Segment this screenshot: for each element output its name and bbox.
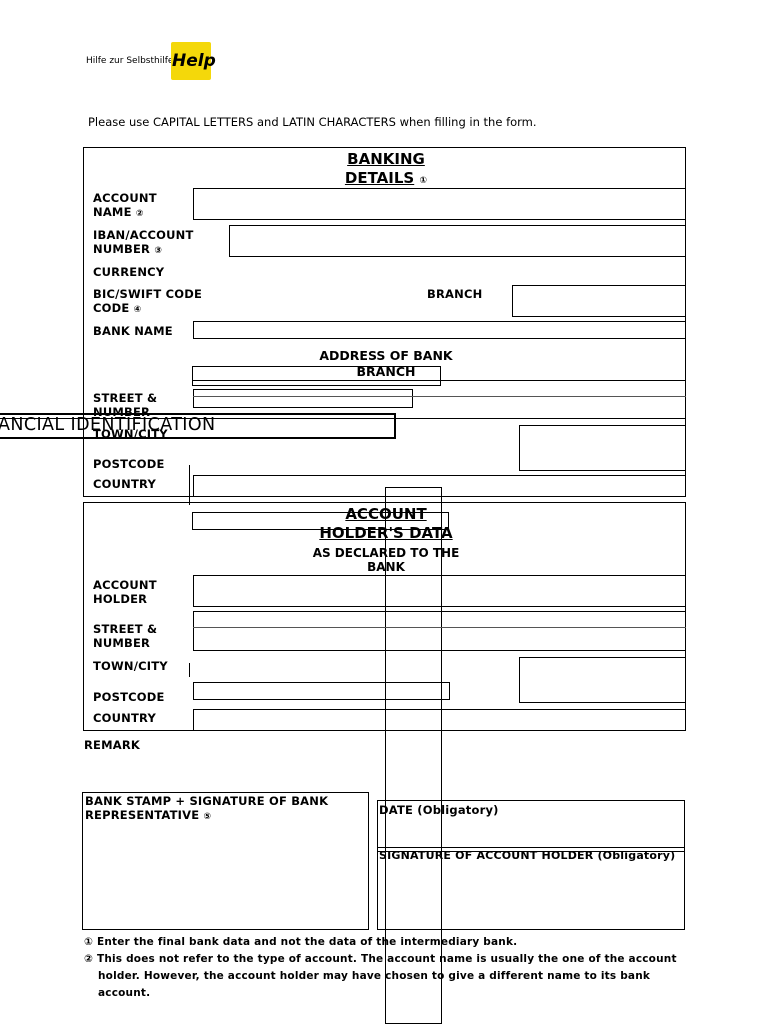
holder-street-field[interactable] — [193, 611, 686, 651]
account-holder-field[interactable] — [193, 575, 686, 607]
bank-street-label: STREET & NUMBER — [93, 391, 158, 419]
bank-town-label: TOWN/CITY — [93, 427, 168, 441]
bank-country-label: COUNTRY — [93, 477, 156, 491]
holder-country-field[interactable] — [193, 709, 686, 731]
holder-top-field[interactable] — [192, 512, 449, 530]
footnote-2-end: account. — [98, 987, 151, 999]
branch-label: BRANCH — [427, 287, 483, 301]
logo: Hilfe zur Selbsthilfe Help — [86, 42, 216, 82]
bank-stamp-label: BANK STAMP + SIGNATURE OF BANK REPRESENT… — [85, 794, 329, 822]
instruction-text: Please use CAPITAL LETTERS and LATIN CHA… — [88, 115, 537, 129]
holder-postcode-label: POSTCODE — [93, 690, 165, 704]
date-signature-divider — [377, 851, 685, 852]
account-name-field[interactable] — [193, 188, 686, 220]
footnote-2-cont: holder. However, the account holder may … — [98, 970, 651, 982]
holder-town-divider — [189, 663, 190, 677]
footnote-1: ① Enter the final bank data and not the … — [84, 936, 518, 948]
logo-badge: Help — [171, 42, 216, 80]
logo-mark: Help — [172, 51, 216, 71]
bank-address-title: ADDRESS OF BANK BRANCH — [319, 348, 453, 379]
bank-divider — [0, 418, 686, 419]
bank-country-field[interactable] — [193, 475, 686, 497]
bank-postcode-divider — [189, 465, 190, 505]
bic-label: BIC/SWIFT CODE CODE ④ — [93, 287, 203, 315]
holder-town-label: TOWN/CITY — [93, 659, 168, 673]
street-line-bank — [193, 396, 686, 397]
date-label: DATE (Obligatory) — [379, 803, 499, 817]
account-name-label: ACCOUNT NAME ② — [93, 191, 157, 219]
bank-town-field[interactable] — [519, 425, 686, 471]
branch-field[interactable] — [512, 285, 686, 317]
date-field[interactable] — [377, 800, 685, 848]
overlay-title: ANCIAL IDENTIFICATION — [0, 415, 216, 435]
bank-stamp-box[interactable] — [82, 792, 369, 930]
banking-details-title: BANKING DETAILS ① — [344, 150, 428, 187]
bank-name-field[interactable] — [193, 321, 686, 339]
holder-town-field[interactable] — [519, 657, 686, 703]
signature-field[interactable] — [377, 864, 685, 930]
account-holder-label: ACCOUNT HOLDER — [93, 578, 157, 606]
remark-label: REMARK — [84, 738, 141, 752]
iban-label: IBAN/ACCOUNT NUMBER ③ — [93, 228, 194, 256]
bank-name-label: BANK NAME — [93, 324, 173, 338]
logo-tagline: Hilfe zur Selbsthilfe — [86, 56, 174, 66]
holder-street-label: STREET & NUMBER — [93, 622, 158, 650]
currency-label: CURRENCY — [93, 265, 165, 279]
holder-postcode-field[interactable] — [193, 682, 450, 700]
holder-country-label: COUNTRY — [93, 711, 156, 725]
bank-postcode-label: POSTCODE — [93, 457, 165, 471]
holder-street-line — [193, 627, 686, 628]
footnote-2: ② This does not refer to the type of acc… — [84, 953, 677, 965]
holder-title: ACCOUNT HOLDER'S DATA — [319, 505, 453, 542]
address-field-a[interactable] — [192, 366, 441, 386]
iban-field[interactable] — [229, 225, 686, 257]
street-field-bank[interactable] — [193, 389, 413, 408]
footnotes: ① Enter the final bank data and not the … — [84, 934, 684, 1002]
address-line — [193, 380, 686, 381]
holder-subtitle: AS DECLARED TO THE BANK — [312, 546, 460, 574]
signature-label: SIGNATURE OF ACCOUNT HOLDER (Obligatory) — [379, 849, 676, 862]
overlay-title-box — [0, 413, 396, 439]
